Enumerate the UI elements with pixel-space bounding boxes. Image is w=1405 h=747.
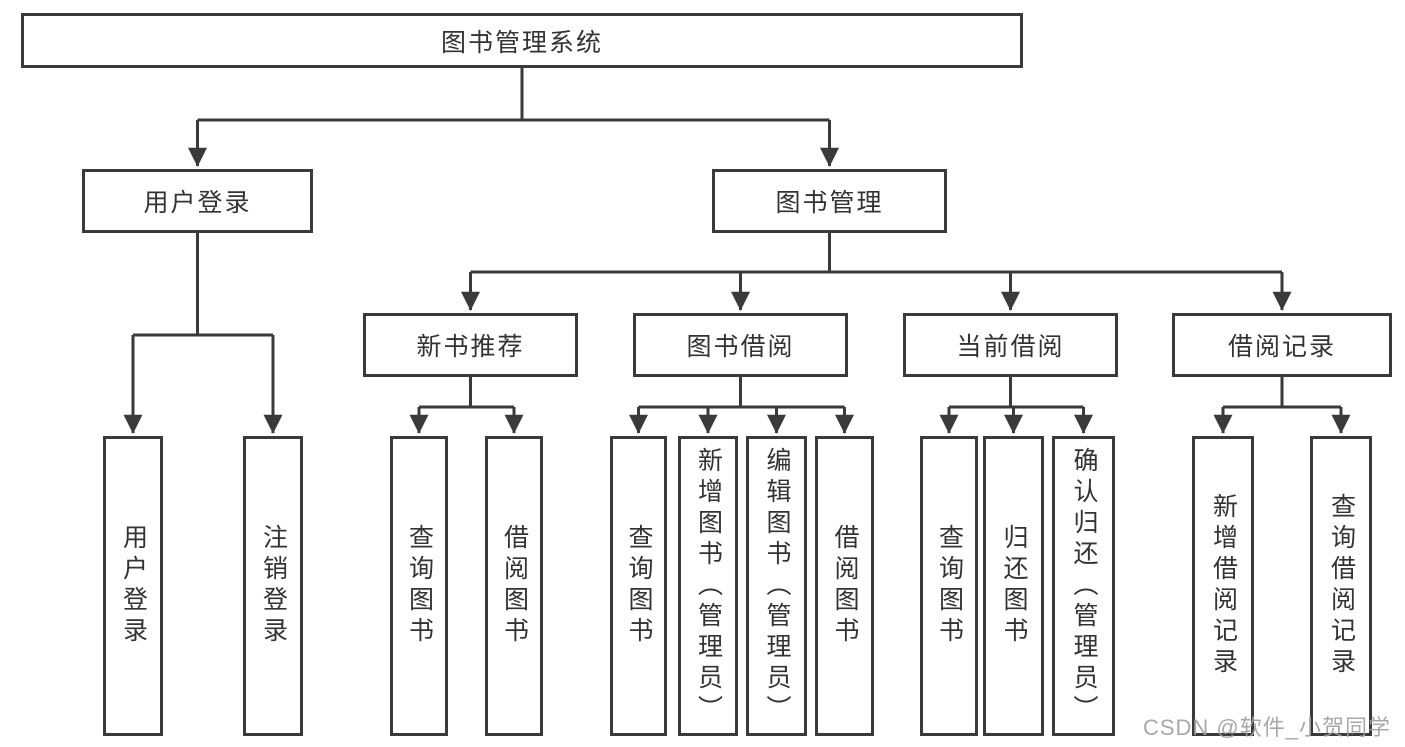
- leaf-label: 注销登录: [259, 524, 288, 648]
- node-borrowing-query-books: 查询图书: [610, 436, 667, 736]
- node-recommend-query-books: 查询图书: [390, 436, 448, 736]
- leaf-label: 归还图书: [1000, 524, 1028, 648]
- node-records-add-record: 新增借阅记录: [1192, 436, 1254, 736]
- node-records-query-record: 查询借阅记录: [1310, 436, 1372, 736]
- leaf-label: 查询图书: [625, 524, 653, 648]
- leaf-label: 编辑图书（管理员）: [763, 446, 791, 726]
- node-current-return-books: 归还图书: [983, 436, 1044, 736]
- node-current-query-books: 查询图书: [920, 436, 978, 736]
- leaf-label: 借阅图书: [500, 524, 529, 648]
- csdn-watermark: CSDN @软件_小贺同学: [1142, 715, 1391, 740]
- node-user-login: 用户登录: [82, 169, 313, 233]
- leaf-label: 确认归还（管理员）: [1070, 446, 1098, 726]
- leaf-label: 新增借阅记录: [1209, 493, 1238, 679]
- leaf-label: 新增图书（管理员）: [694, 446, 723, 726]
- node-root: 图书管理系统: [21, 13, 1023, 68]
- node-borrowing-edit-books: 编辑图书（管理员）: [746, 436, 807, 736]
- node-current-borrowing: 当前借阅: [903, 313, 1118, 377]
- leaf-label: 用户登录: [119, 524, 148, 648]
- node-borrowing-borrow-books: 借阅图书: [815, 436, 874, 736]
- node-leaf-user-login: 用户登录: [103, 436, 163, 736]
- leaf-label: 查询图书: [935, 524, 964, 648]
- node-leaf-logout: 注销登录: [243, 436, 303, 736]
- node-current-confirm-return: 确认归还（管理员）: [1052, 436, 1115, 736]
- leaf-label: 查询图书: [405, 524, 434, 648]
- leaf-label: 借阅图书: [831, 524, 859, 648]
- node-borrowing-add-books: 新增图书（管理员）: [678, 436, 738, 736]
- leaf-label: 查询借阅记录: [1327, 493, 1356, 679]
- node-book-management: 图书管理: [712, 169, 947, 233]
- node-new-book-recommend: 新书推荐: [363, 313, 578, 377]
- node-borrowing-records: 借阅记录: [1172, 313, 1392, 377]
- node-book-borrowing: 图书借阅: [633, 313, 848, 377]
- node-recommend-borrow-books: 借阅图书: [485, 436, 543, 736]
